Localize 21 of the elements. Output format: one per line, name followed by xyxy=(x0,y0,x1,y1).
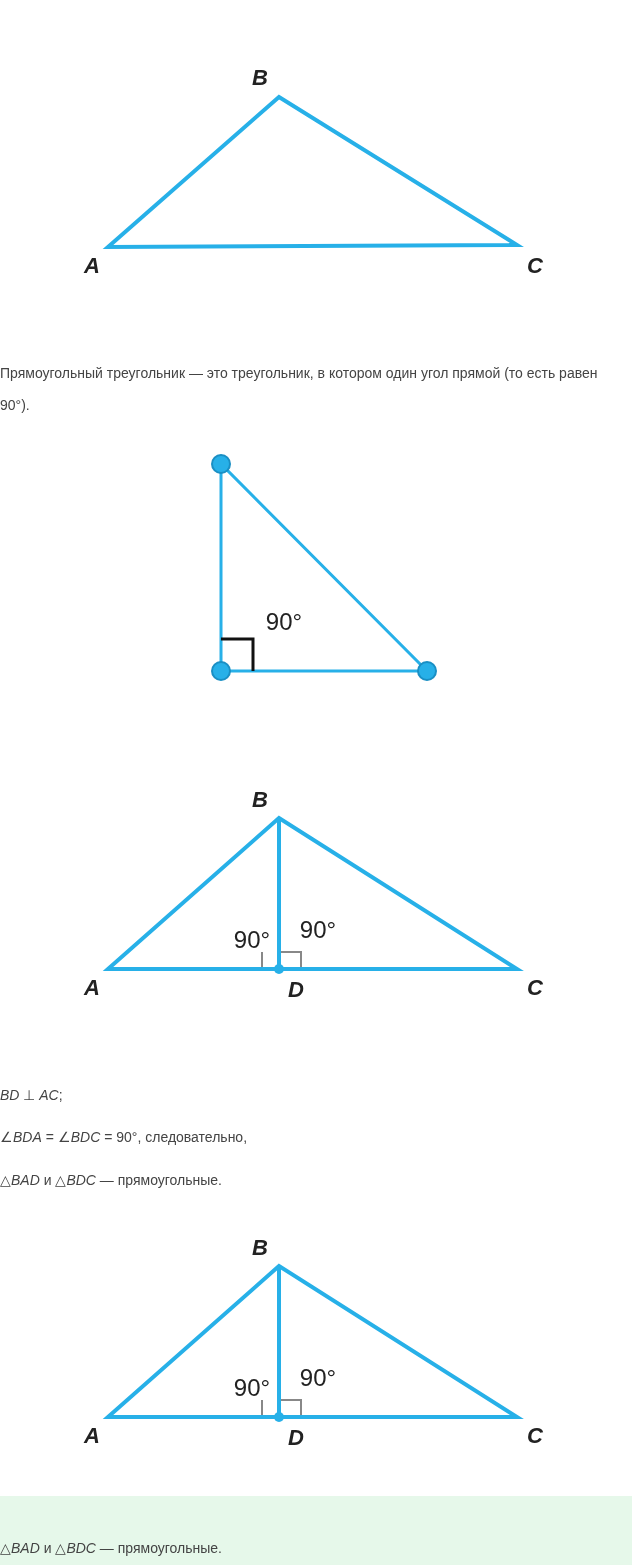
math-statement: BD ⊥ AC; xyxy=(0,1086,63,1105)
vertex-label: A xyxy=(84,253,100,279)
math-statement: △BAD и △BDC — прямоугольные. xyxy=(0,1539,222,1558)
vertex-label: D xyxy=(288,1425,304,1451)
vertex-label: B xyxy=(252,1235,268,1261)
vertex-label: C xyxy=(527,1423,543,1449)
math-statement: ∠BDA = ∠BDC = 90°, следовательно, xyxy=(0,1128,248,1147)
vertex-label: A xyxy=(84,975,100,1001)
angle-label: 90° xyxy=(233,926,271,954)
angle-label: 90° xyxy=(299,916,337,944)
vertex-label: B xyxy=(252,787,268,813)
vertex-label: B xyxy=(252,65,268,91)
vertex-label: D xyxy=(288,977,304,1003)
angle-label: 90° xyxy=(265,608,303,636)
vertex-label: A xyxy=(84,1423,100,1449)
vertex-label: C xyxy=(527,253,543,279)
math-statement: △BAD и △BDC — прямоугольные. xyxy=(0,1171,222,1190)
angle-label: 90° xyxy=(299,1364,337,1392)
angle-label: 90° xyxy=(233,1374,271,1402)
vertex-label: C xyxy=(527,975,543,1001)
paragraph: Прямоугольный треугольник — это треугольник, в котором один угол прямой (то есть равен 90°). xyxy=(0,364,599,415)
